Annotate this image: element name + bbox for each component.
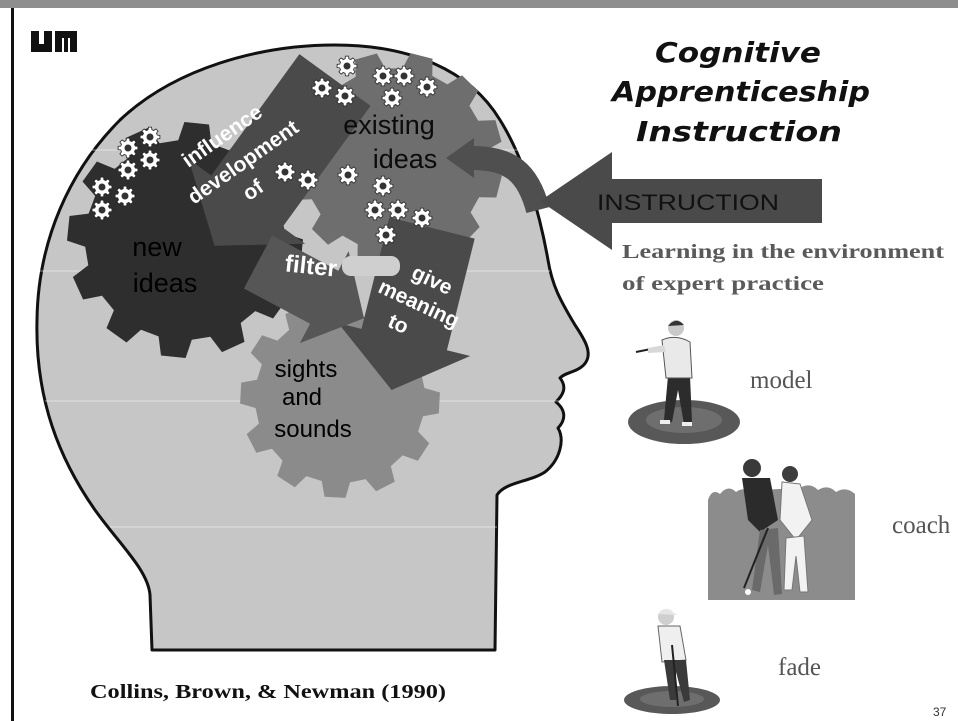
sights-label-1: sights [275,356,338,383]
connector-band [342,256,400,276]
existing-label-1: existing [343,110,435,140]
top-border [0,0,958,8]
cog-icon [91,176,113,198]
cog-icon [372,65,394,87]
cog-icon [117,137,139,159]
title-line-2: Apprenticeship [610,75,870,108]
learning-line-2: of expert practice [622,273,824,295]
golfers-coach-icon [708,459,855,600]
cog-icon [393,65,415,87]
title-line-3: Instruction [636,115,842,148]
filter-arrow [243,235,364,344]
existing-label-2: ideas [373,144,438,174]
give-meaning-arrow [338,217,475,390]
cog-icon [375,224,397,246]
learning-line-1: Learning in the environment [622,241,944,263]
cog-icon [274,161,296,183]
stage-label-fade: fade [778,654,821,681]
cog-icon [91,199,113,221]
arrow-layer [188,54,475,390]
instruction-label: INSTRUCTION [597,190,779,215]
citation: Collins, Brown, & Newman (1990) [90,681,446,703]
cog-layer [91,55,438,246]
left-border [11,8,14,721]
golfer-model-icon [628,320,740,444]
cog-icon [416,76,438,98]
cog-icon [117,159,139,181]
curved-arrow [446,138,550,214]
cog-icon [139,126,161,148]
cog-icon [139,149,161,171]
cog-icon [364,199,386,221]
title-line-1: Cognitive [655,36,821,69]
cog-icon [337,164,359,186]
cog-icon [114,185,136,207]
cog-icon [336,55,358,77]
cog-icon [334,85,356,107]
golfer-fade-icon [624,608,720,714]
new-label-2: ideas [133,268,198,298]
cog-icon [387,199,409,221]
stage-label-coach: coach [892,512,951,539]
page-number: 37 [933,705,947,719]
cog-icon [381,87,403,109]
influence-arrow [188,54,371,246]
cog-icon [372,175,394,197]
filter-label: filter [284,250,339,282]
cog-icon [311,77,333,99]
sights-label-3: sounds [274,416,351,443]
sights-label-2: and [282,384,322,411]
cog-icon [411,207,433,229]
new-label-1: new [132,232,182,262]
cog-icon [297,169,319,191]
instruction-arrow [540,152,822,250]
um-logo-icon [31,31,77,52]
stage-label-model: model [750,367,813,394]
